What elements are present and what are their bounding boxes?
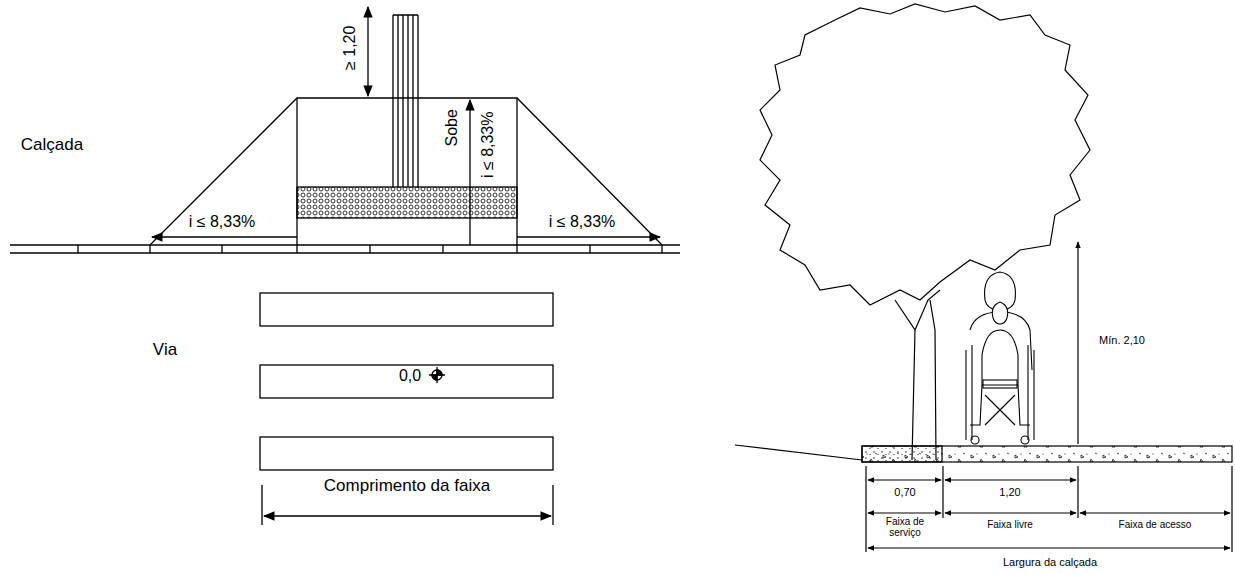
slope-label: i ≤ 8,33% xyxy=(187,213,258,231)
slope-label: i ≤ 8,33% xyxy=(547,213,618,231)
dimension: 0,70 xyxy=(892,486,917,498)
dimension: Mín. 2,10 xyxy=(1097,334,1147,346)
dimension: Largura da calçada xyxy=(1001,556,1099,568)
area-label: Calçada xyxy=(19,136,85,155)
area-label: Via xyxy=(151,341,179,360)
dimension: ≥ 1,20 xyxy=(341,24,359,72)
direction-label: Sobe xyxy=(443,107,461,148)
strip-label: Faixa de serviço xyxy=(875,516,935,538)
curb-ramp-plan xyxy=(10,7,680,525)
dimension: Comprimento da faixa xyxy=(322,477,492,496)
slope-label: i ≤ 8,33% xyxy=(478,110,496,181)
sidewalk-section xyxy=(735,4,1232,552)
dimension: 1,20 xyxy=(997,486,1022,498)
level-label: 0,0 xyxy=(397,367,423,385)
strip-label: Faixa de acesso xyxy=(1117,519,1194,530)
strip-label: Faixa livre xyxy=(985,519,1035,530)
